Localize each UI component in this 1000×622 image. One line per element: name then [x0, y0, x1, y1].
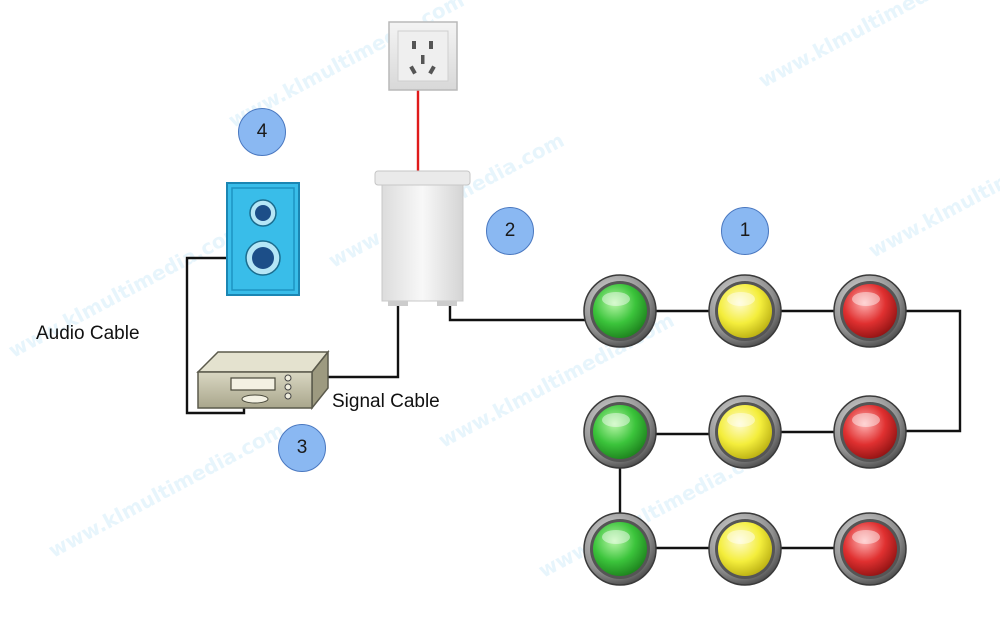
signal-cable [322, 305, 400, 379]
red-button-r1c3 [833, 274, 907, 348]
red-button-r3c3 [833, 512, 907, 586]
badge-speaker: 4 [238, 108, 286, 156]
speaker [226, 182, 300, 296]
button-cable-main [448, 305, 590, 322]
yellow-button-r1c2 [708, 274, 782, 348]
green-button-r1c1 [583, 274, 657, 348]
badge-buttons: 1 [721, 207, 769, 255]
badge-controller: 2 [486, 207, 534, 255]
green-button-r3c1 [583, 512, 657, 586]
green-button-r2c1 [583, 395, 657, 469]
buttons-array [583, 274, 907, 586]
button-cable-right [900, 309, 962, 433]
yellow-button-r2c2 [708, 395, 782, 469]
yellow-button-r3c2 [708, 512, 782, 586]
red-button-r2c3 [833, 395, 907, 469]
audio-player [196, 349, 330, 411]
badge-player: 3 [278, 424, 326, 472]
audio-cable-label: Audio Cable [36, 323, 140, 344]
cables [185, 90, 962, 550]
controller-box [374, 170, 471, 306]
audio-cable [185, 256, 246, 415]
signal-cable-label: Signal Cable [332, 391, 440, 412]
power-socket [388, 21, 458, 91]
